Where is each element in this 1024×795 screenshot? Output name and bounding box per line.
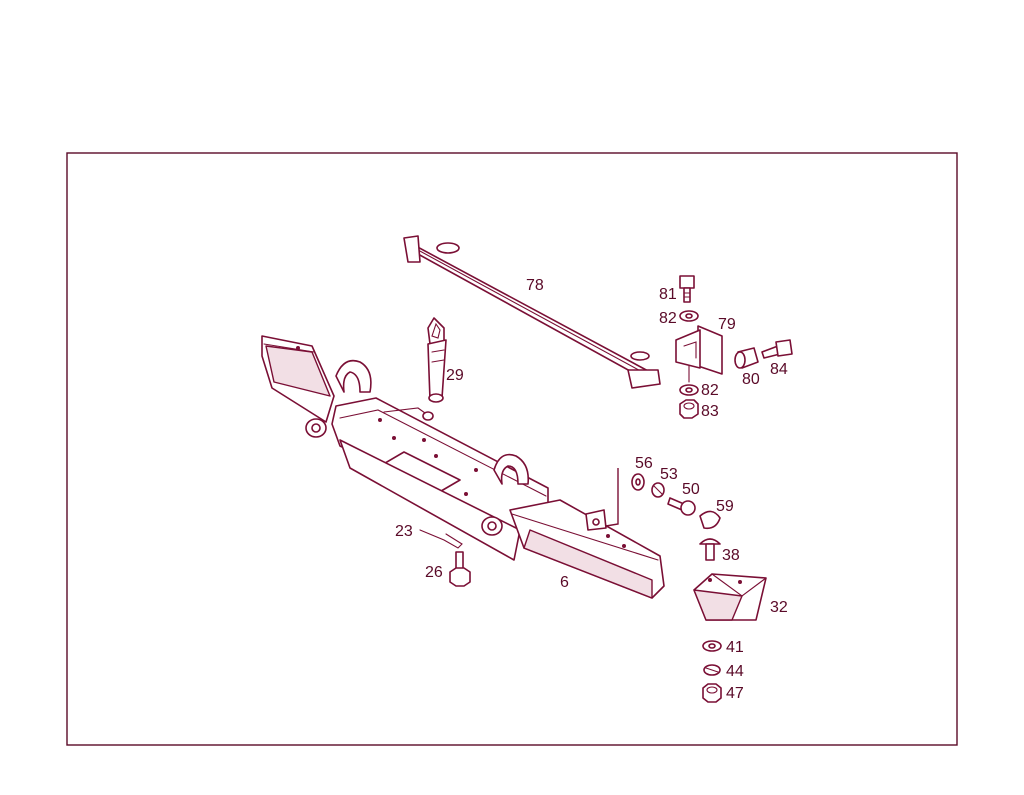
part-59-cap [699, 510, 721, 530]
callout-59: 59 [716, 498, 734, 515]
callout-80: 80 [742, 371, 760, 388]
callout-78: 78 [526, 277, 544, 294]
callout-6: 6 [560, 574, 569, 591]
part-6-bumper [261, 335, 665, 599]
part-82-washer-lower [679, 384, 699, 396]
callout-50: 50 [682, 481, 700, 498]
part-53-spring-washer [651, 482, 665, 498]
callout-41: 41 [726, 639, 744, 656]
part-83-nut [679, 399, 699, 419]
leader-bracket-56 [605, 468, 619, 527]
part-26-flange-bolt [449, 551, 471, 587]
callout-38: 38 [722, 547, 740, 564]
callout-26: 26 [425, 564, 443, 581]
part-78-cross-bar [403, 235, 661, 389]
part-38-carriage-bolt [699, 538, 721, 561]
part-50-bolt [667, 497, 696, 516]
diagram-frame [66, 152, 958, 746]
part-81-bolt [679, 275, 695, 303]
callout-32: 32 [770, 599, 788, 616]
callout-23: 23 [395, 523, 413, 540]
part-80-spacer [734, 347, 759, 369]
callout-44: 44 [726, 663, 744, 680]
part-82-washer-upper [679, 310, 699, 322]
part-56-washer [631, 473, 645, 491]
callout-29: 29 [446, 367, 464, 384]
part-79-bracket [675, 325, 723, 383]
part-84-bolt [761, 339, 793, 359]
callout-81: 81 [659, 286, 677, 303]
part-41-washer [702, 640, 722, 652]
part-32-rubber-block [693, 573, 767, 621]
callout-53: 53 [660, 466, 678, 483]
callout-82-lower: 82 [701, 382, 719, 399]
part-23-cotter-pin [419, 529, 463, 549]
callout-82-upper: 82 [659, 310, 677, 327]
callout-84: 84 [770, 361, 788, 378]
callout-79: 79 [718, 316, 736, 333]
callout-47: 47 [726, 685, 744, 702]
part-29-towing-eye [427, 317, 447, 403]
part-47-nut [702, 683, 722, 703]
part-44-spring-washer [703, 664, 721, 676]
callout-83: 83 [701, 403, 719, 420]
callout-56: 56 [635, 455, 653, 472]
